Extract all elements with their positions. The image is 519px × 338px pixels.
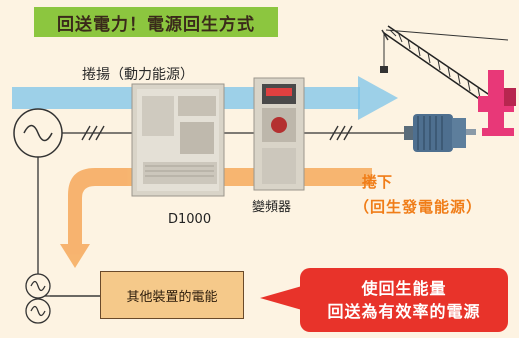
callout-line2: 回送為有效率的電源 bbox=[327, 302, 481, 321]
motor-icon bbox=[404, 114, 476, 152]
callout-text: 使回生能量 回送為有效率的電源 bbox=[300, 268, 508, 332]
three-phase-wire-icon bbox=[81, 125, 105, 141]
crane-icon bbox=[380, 25, 516, 136]
inverter-label: 變頻器 bbox=[252, 200, 292, 215]
callout-bubble bbox=[260, 268, 508, 332]
winding-label: 捲揚（動力能源） bbox=[82, 67, 194, 83]
callout-line1: 使回生能量 bbox=[361, 278, 447, 298]
other-devices-box: 其他裝置的電能 bbox=[100, 271, 244, 319]
ac-source-icon-2 bbox=[25, 273, 51, 299]
ac-source-icon-3 bbox=[25, 298, 51, 324]
ac-source-icon bbox=[13, 108, 63, 158]
three-phase-wire-icon-2 bbox=[329, 125, 353, 141]
d1000-unit-icon bbox=[131, 83, 225, 197]
inverter-unit-icon bbox=[253, 77, 305, 191]
d1000-label: D1000 bbox=[168, 212, 212, 227]
title-badge: 回送電力！電源回生方式 bbox=[34, 7, 278, 37]
unwinding-label-line2: （回生發電能源） bbox=[354, 198, 483, 216]
unwinding-label-line1: 捲下 bbox=[362, 173, 393, 191]
